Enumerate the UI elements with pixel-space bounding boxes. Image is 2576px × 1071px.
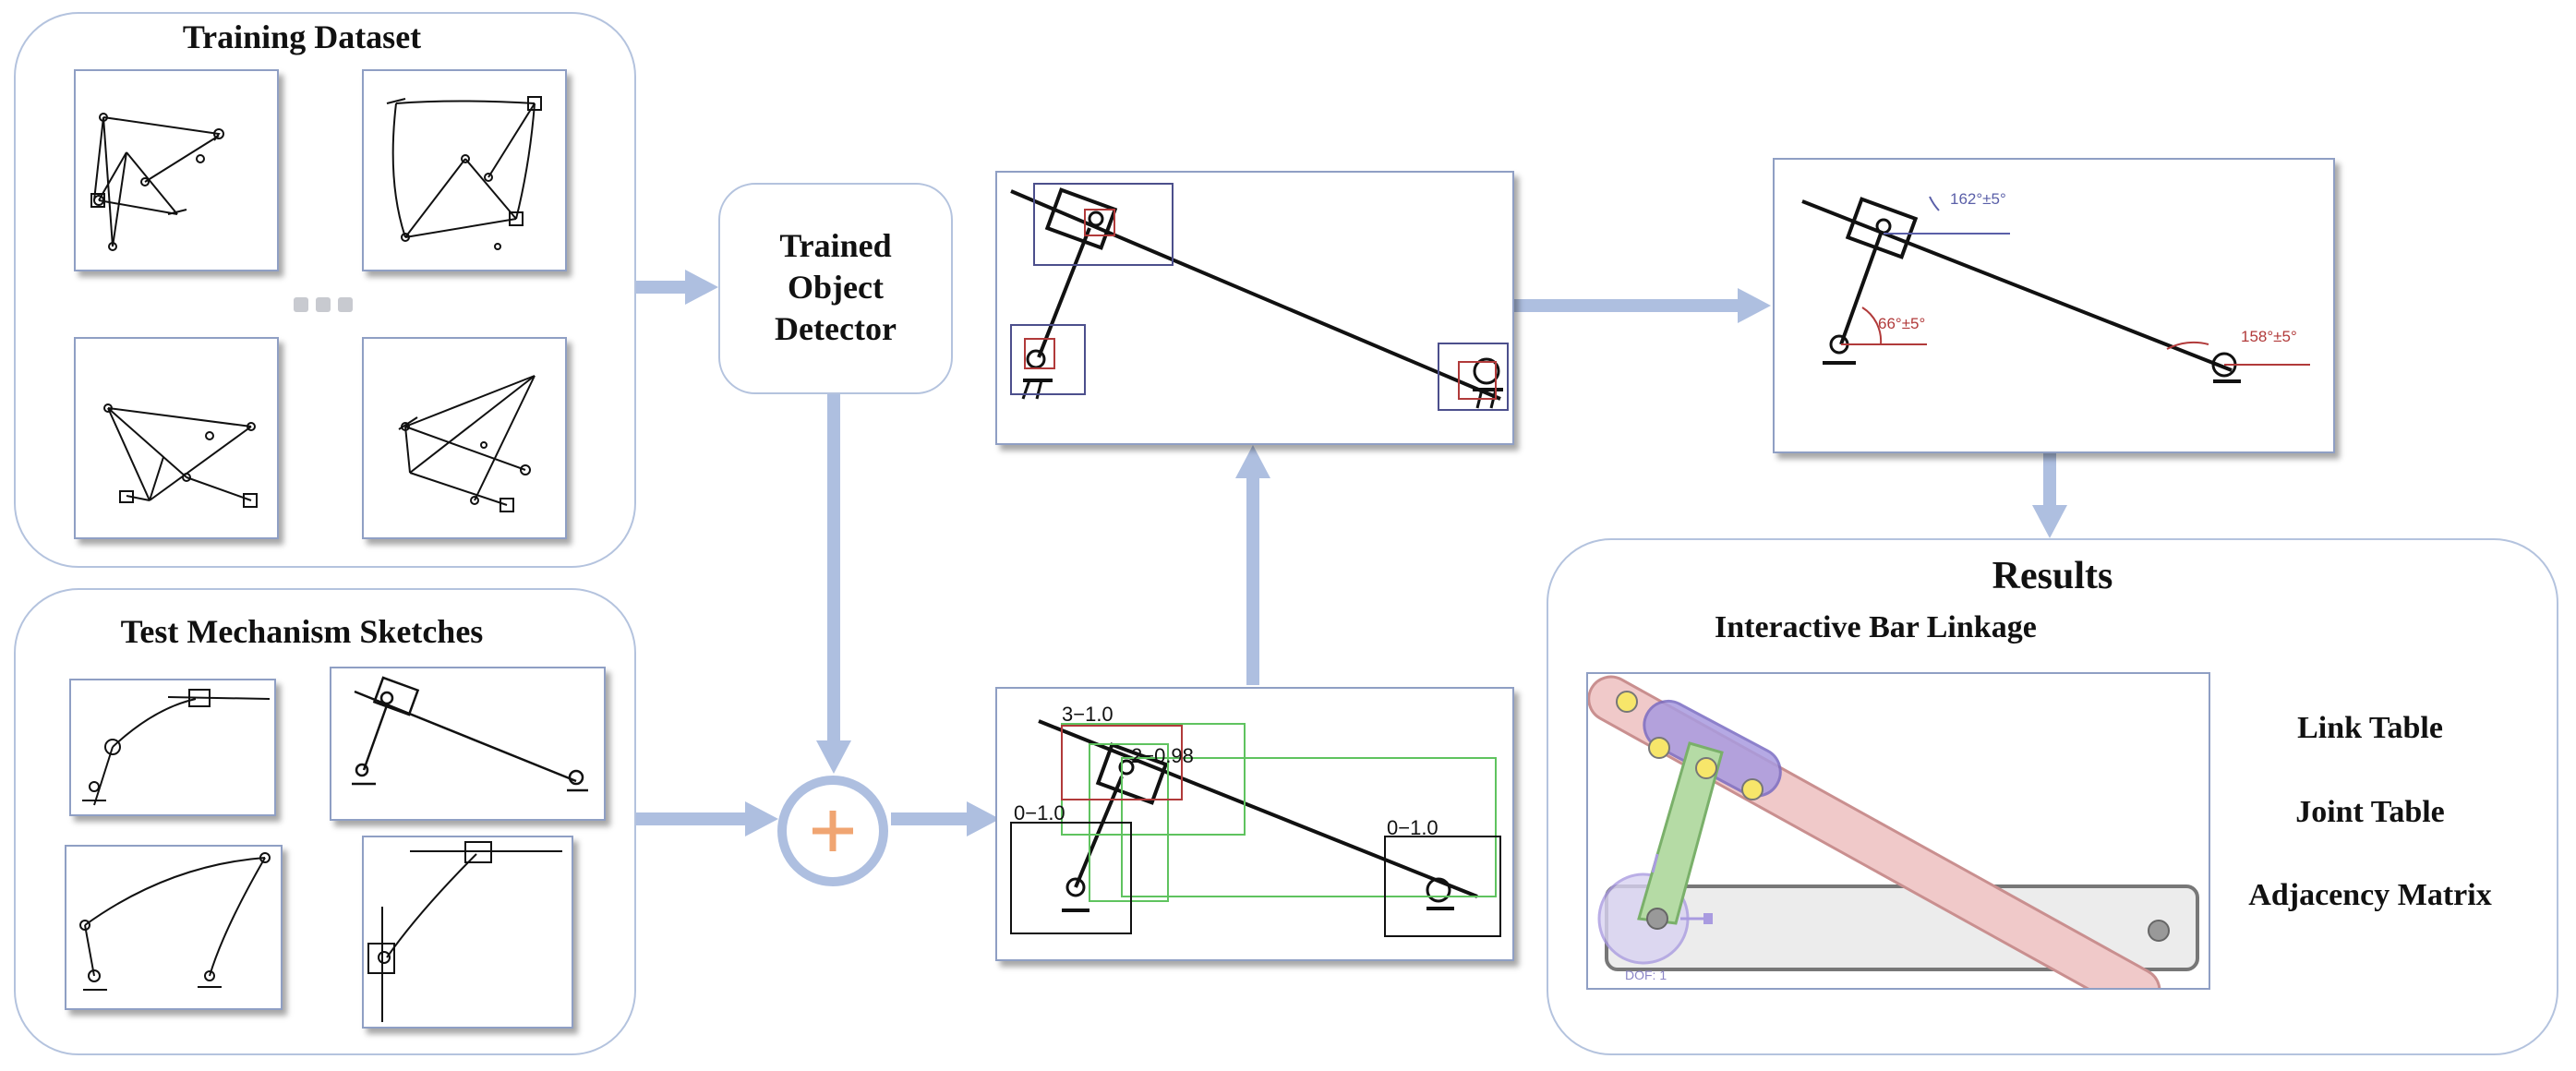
detection-label-0-right: 0−1.0 xyxy=(1387,816,1438,839)
angle-label-158: 158°±5° xyxy=(2241,328,2297,345)
training-sketch-3 xyxy=(74,337,279,539)
angle-label-162: 162°±5° xyxy=(1950,190,2006,208)
training-sketch-2 xyxy=(362,69,567,271)
test-sketch-1 xyxy=(69,679,276,816)
more-samples-ellipsis xyxy=(294,297,360,317)
interactive-bar-linkage[interactable]: DOF: 1 xyxy=(1586,672,2210,990)
detection-label-2: 2−0.98 xyxy=(1131,744,1194,767)
detector-label-line1: Trained xyxy=(779,227,892,264)
test-sketch-3 xyxy=(65,845,283,1010)
dof-label: DOF: 1 xyxy=(1625,968,1667,982)
detection-label-0-left: 0−1.0 xyxy=(1014,801,1065,824)
angle-estimation-image: 162°±5° 66°±5° 158°±5° xyxy=(1773,158,2335,453)
raw-detection-image: 3−1.0 2−0.98 0−1.0 0−1.0 xyxy=(995,687,1514,961)
results-subtitle: Interactive Bar Linkage xyxy=(1715,610,2037,644)
link-table-label[interactable]: Link Table xyxy=(2297,711,2443,745)
training-sketch-1 xyxy=(74,69,279,271)
training-sketch-4 xyxy=(362,337,567,539)
detection-label-3: 3−1.0 xyxy=(1062,703,1113,726)
training-dataset-title: Training Dataset xyxy=(182,18,422,55)
results-title: Results xyxy=(1992,555,2113,597)
refined-detection-image xyxy=(995,171,1514,445)
detector-label-line3: Detector xyxy=(775,310,897,347)
test-sketch-4 xyxy=(362,836,573,1029)
angle-label-66: 66°±5° xyxy=(1878,315,1926,332)
test-sketch-2 xyxy=(330,667,606,821)
joint-table-label[interactable]: Joint Table xyxy=(2295,795,2445,829)
adjacency-matrix-label[interactable]: Adjacency Matrix xyxy=(2248,878,2492,912)
detector-label-line2: Object xyxy=(788,269,884,306)
trained-object-detector: Trained Object Detector xyxy=(718,183,953,394)
combine-plus-icon xyxy=(777,776,888,886)
test-sketches-title: Test Mechanism Sketches xyxy=(120,613,484,650)
